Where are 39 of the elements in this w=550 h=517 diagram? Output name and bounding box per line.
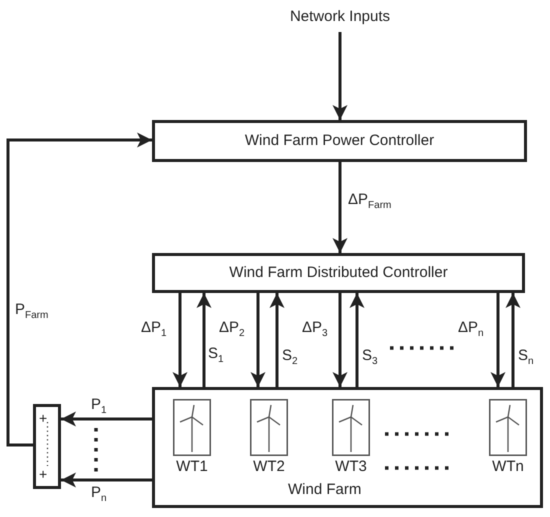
box-title: Wind Farm <box>288 481 362 499</box>
arrow <box>490 293 506 387</box>
edge-label: ΔP$_{1}$ <box>140 320 168 341</box>
edge-label: ΔP$_{2}$ <box>218 320 246 341</box>
edge-label: P$_{n}$ <box>90 485 108 506</box>
arrow <box>350 293 364 387</box>
arrow <box>6 132 152 446</box>
summing-junction <box>33 404 61 489</box>
arrow <box>61 412 152 426</box>
arrow <box>61 472 152 488</box>
arrow <box>172 293 188 387</box>
arrow <box>506 293 520 387</box>
input-label: Network Inputs <box>288 8 392 26</box>
arrow <box>332 293 348 387</box>
arrow <box>196 293 212 387</box>
edge-label: S$_{1}$ <box>207 346 225 367</box>
arrow <box>250 293 266 387</box>
turbine-label: WTn <box>491 458 525 476</box>
arrow <box>332 32 348 120</box>
edge-label: ΔP$_{3}$ <box>301 320 329 341</box>
arrow <box>332 162 348 253</box>
edge-label: P$_{1}$ <box>90 397 108 418</box>
controller-box <box>152 253 525 293</box>
plus-sign: + <box>39 465 48 483</box>
box-title: Wind Farm Distributed Controller <box>228 264 449 282</box>
arrow <box>270 293 284 387</box>
edge-label: P$_{Farm}$ <box>14 302 50 323</box>
box-title: Wind Farm Power Controller <box>244 132 436 150</box>
edge-label: S$_{2}$ <box>281 348 299 369</box>
wind-farm-box <box>152 387 543 508</box>
edge-label: S$_{n}$ <box>517 348 535 369</box>
turbine-label: WT1 <box>175 458 209 476</box>
edge-label: ΔP$_{n}$ <box>457 320 485 341</box>
turbine-label: WT2 <box>252 458 286 476</box>
turbine-label: WT3 <box>334 458 368 476</box>
plus-sign: + <box>39 409 48 427</box>
controller-box <box>152 120 527 162</box>
edge-label: ΔP$_{Farm}$ <box>347 192 392 213</box>
edge-label: S$_{3}$ <box>361 348 379 369</box>
